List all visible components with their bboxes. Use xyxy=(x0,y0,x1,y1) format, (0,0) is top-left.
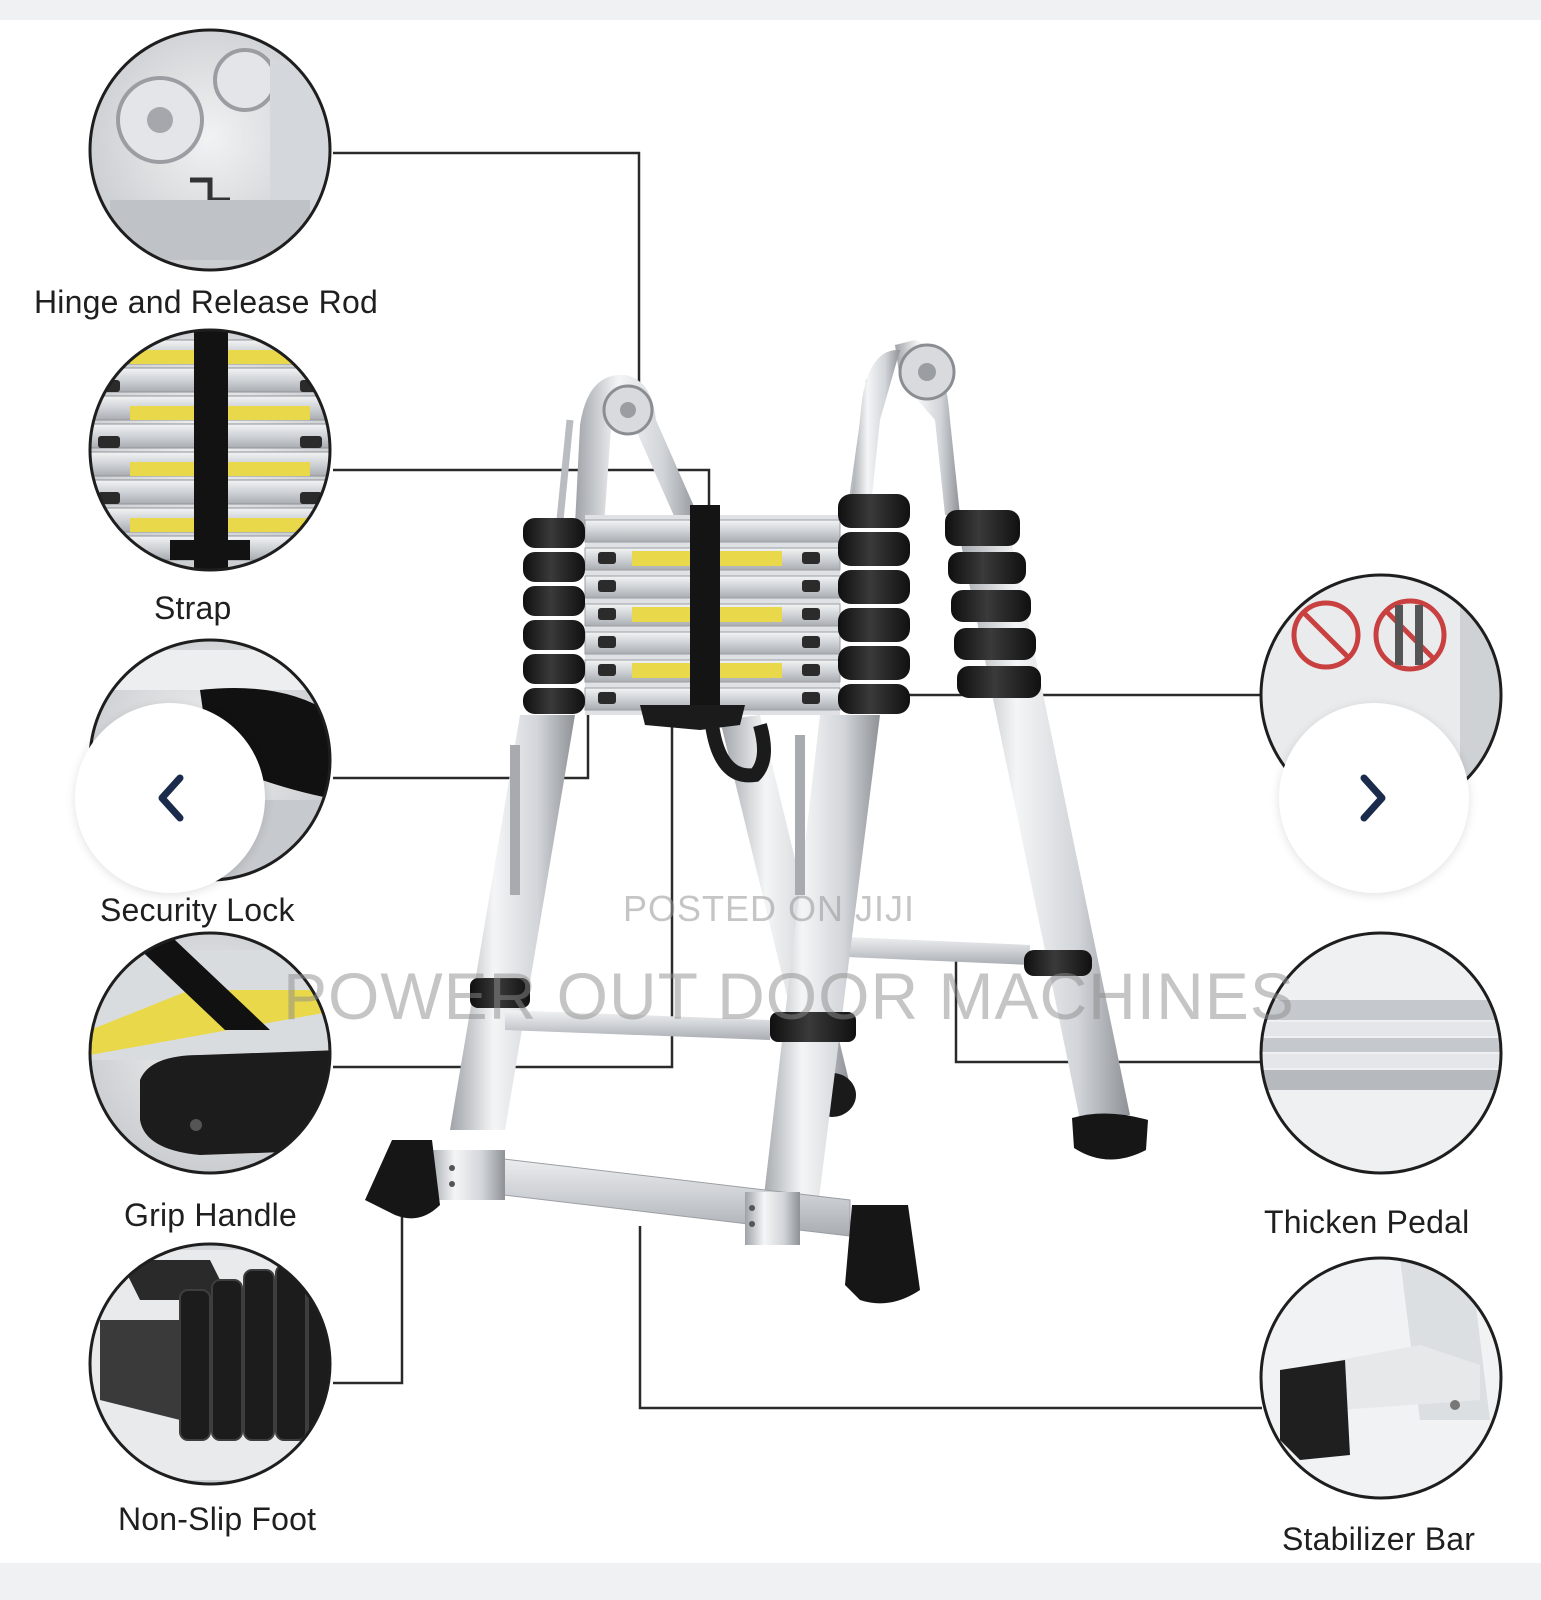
callout-security-lock-label: Security Lock xyxy=(100,892,295,928)
callout-thicken-pedal-label: Thicken Pedal xyxy=(1264,1204,1470,1240)
ladder-front-frame xyxy=(365,349,920,1304)
grip-handle-detail-circle xyxy=(88,931,332,1175)
callout-hinge-label: Hinge and Release Rod xyxy=(34,284,378,320)
watermark-seller: POWER OUT DOOR MACHINES xyxy=(283,959,1295,1033)
thicken-pedal-detail-circle xyxy=(1259,931,1503,1175)
callout-strap-label: Strap xyxy=(154,590,232,626)
stabilizer-bar-detail-circle xyxy=(1259,1256,1503,1500)
previous-image-button[interactable] xyxy=(75,703,265,893)
next-image-button[interactable] xyxy=(1279,703,1469,893)
chevron-right-icon xyxy=(1360,774,1386,822)
watermark-posted: POSTED ON JIJI xyxy=(623,888,916,929)
non-slip-foot-detail-circle xyxy=(88,1242,332,1486)
callout-non-slip-foot-label: Non-Slip Foot xyxy=(118,1501,317,1537)
hinge-detail-circle xyxy=(88,28,332,272)
top-strip xyxy=(0,0,1541,20)
strap-detail-circle xyxy=(88,328,332,572)
chevron-left-icon xyxy=(158,774,184,822)
callout-lines xyxy=(333,151,1262,1410)
callout-stabilizer-bar-label: Stabilizer Bar xyxy=(1282,1521,1476,1557)
callout-grip-handle-label: Grip Handle xyxy=(124,1197,297,1233)
bottom-strip xyxy=(0,1563,1541,1600)
